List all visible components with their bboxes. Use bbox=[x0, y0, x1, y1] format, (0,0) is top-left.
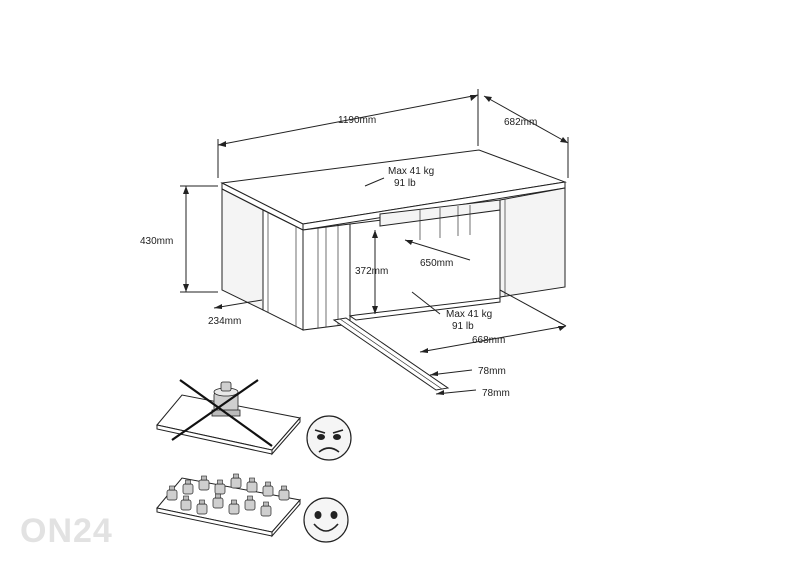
small-weight-icon bbox=[246, 477, 258, 493]
small-weight-icon bbox=[230, 473, 242, 489]
shelf-load-kg: Max 41 kg bbox=[446, 309, 492, 320]
load-arrow-shelf bbox=[411, 291, 441, 315]
small-weight-icon bbox=[214, 479, 226, 495]
load-arrow-top bbox=[364, 177, 385, 187]
right-side-panel bbox=[499, 187, 566, 298]
small-weight-icon bbox=[166, 485, 178, 501]
small-weight-icon bbox=[260, 501, 272, 517]
depth-label: 682mm bbox=[504, 117, 537, 128]
shelf-load-lb: 91 lb bbox=[452, 321, 474, 332]
small-weight-icon bbox=[182, 479, 194, 495]
width-label: 1190mm bbox=[338, 115, 376, 126]
small-weight-icon bbox=[180, 495, 192, 511]
top-load-lb: 91 lb bbox=[394, 178, 416, 189]
smiley-face-icon bbox=[303, 497, 349, 543]
inner-height-label: 372mm bbox=[355, 266, 388, 277]
height-label: 430mm bbox=[140, 236, 173, 247]
small-weight-icon bbox=[228, 499, 240, 515]
small-weight-icon bbox=[262, 481, 274, 497]
leg-label: 234mm bbox=[208, 316, 241, 327]
table-drawing bbox=[220, 149, 567, 391]
small-weight-icon bbox=[244, 495, 256, 511]
small-weight-icon bbox=[196, 499, 208, 515]
single-weight-icon bbox=[156, 379, 301, 456]
left-side-panel bbox=[221, 188, 264, 311]
small-weight-icon bbox=[198, 475, 210, 491]
rail-1-label: 78mm bbox=[478, 366, 506, 377]
dimension-lines bbox=[180, 89, 569, 395]
distributed-weights-icon bbox=[156, 473, 301, 538]
rail-2-label: 78mm bbox=[482, 388, 510, 399]
watermark-logo: ON24 bbox=[20, 512, 113, 550]
small-weight-icon bbox=[278, 485, 290, 501]
drawer-depth-label: 668mm bbox=[472, 335, 505, 346]
inner-width-label: 650mm bbox=[420, 258, 453, 269]
center-upright bbox=[302, 223, 351, 331]
angry-face-icon bbox=[306, 415, 352, 461]
small-weight-icon bbox=[212, 493, 224, 509]
top-load-kg: Max 41 kg bbox=[388, 166, 434, 177]
